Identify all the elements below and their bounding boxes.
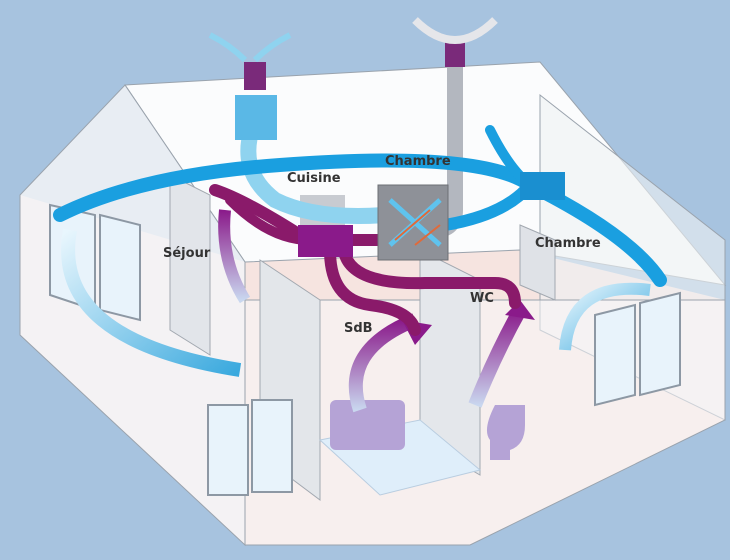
- toilet: [486, 405, 525, 460]
- extract-duct-wc: [339, 249, 521, 309]
- exchanger-hot-lines: [394, 209, 441, 246]
- label-sdb: SdB: [344, 321, 373, 336]
- sejour-supply-arrow: [61, 228, 242, 377]
- chambre-supply-arrow: [559, 282, 651, 351]
- sejour-extract-arrow: [218, 209, 251, 304]
- label-sejour: Séjour: [163, 246, 211, 261]
- partition-sejour: [169, 174, 211, 356]
- label-chambre-upper: Chambre: [385, 154, 451, 169]
- room-labels: Séjour Cuisine Chambre Chambre SdB WC: [163, 154, 601, 336]
- label-wc: WC: [470, 291, 494, 306]
- supply-plenum: [520, 172, 565, 200]
- equipment: [208, 17, 565, 261]
- window-front: [207, 399, 293, 496]
- window-right: [594, 291, 681, 407]
- fresh-air-duct: [240, 112, 393, 224]
- label-cuisine: Cuisine: [287, 171, 341, 186]
- partition-chambre: [519, 224, 556, 301]
- supply-duct-main: [53, 153, 667, 287]
- wc-extract-arrow: [468, 306, 527, 408]
- exhaust-cap: [445, 42, 465, 67]
- sdb-extract-arrow: [348, 313, 418, 413]
- airflow-arrows: [61, 209, 651, 413]
- label-chambre-right: Chambre: [535, 236, 601, 251]
- extract-duct-sdb: [324, 244, 421, 336]
- intake-box: [235, 95, 277, 140]
- exhaust-vane-icon: [412, 17, 498, 44]
- intake-cap: [244, 62, 266, 90]
- extract-plenum: [298, 225, 353, 257]
- bathtub: [330, 400, 405, 450]
- extract-duct-sejour: [209, 184, 306, 241]
- intake-vane-icon: [208, 32, 292, 63]
- wc-arrowhead: [505, 300, 535, 320]
- partition-wc: [419, 249, 481, 476]
